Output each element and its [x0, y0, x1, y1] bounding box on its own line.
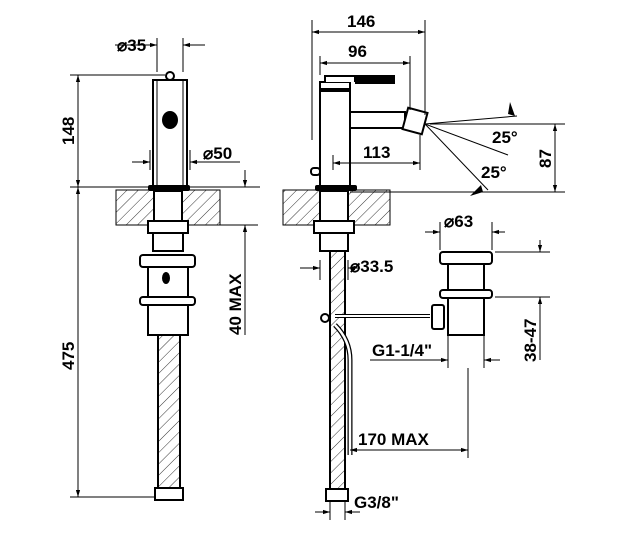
dim-spout-reach: 113: [363, 143, 390, 162]
pop-up-drain: [139, 254, 196, 336]
dim-body-diameter: ⌀35: [117, 36, 146, 55]
dim-deck-thickness: 40 MAX: [226, 273, 245, 335]
dim-overall-reach: 146: [347, 12, 375, 31]
lever-side: [324, 75, 356, 82]
dim-adjustment-range: 38-47: [521, 319, 540, 362]
dim-rod-length: 170 MAX: [358, 430, 430, 449]
side-view: 146 96 113 25° 25° 87 ⌀33.5 G3/8" ⌀63 G1…: [282, 12, 565, 520]
dim-lever-length: 96: [348, 42, 367, 61]
dim-angle-up: 25°: [492, 128, 518, 147]
dim-hose-connection: G3/8": [354, 493, 399, 512]
faucet-body-side: [319, 81, 351, 188]
dim-cap-diameter: ⌀63: [444, 212, 473, 231]
dim-drain-thread: G1-1/4": [372, 341, 432, 360]
lever-knob: [165, 71, 175, 81]
faucet-body: [152, 79, 188, 188]
aerator: [401, 106, 429, 136]
drain-assembly: [431, 251, 493, 336]
front-view: ⌀35 148 ⌀50 475 40 MAX: [59, 36, 260, 501]
supply-hose: [154, 334, 184, 501]
dim-spout-height: 87: [536, 149, 555, 168]
dim-height-above-deck: 148: [59, 117, 78, 145]
dim-angle-down: 25°: [481, 163, 507, 182]
supply-hose-side: [329, 250, 346, 490]
spout: [349, 111, 406, 129]
dim-total-length: 475: [59, 342, 78, 370]
dim-base-diameter: ⌀50: [203, 144, 232, 163]
lever-handle: [162, 111, 178, 129]
dim-shank-diameter: ⌀33.5: [350, 257, 393, 276]
